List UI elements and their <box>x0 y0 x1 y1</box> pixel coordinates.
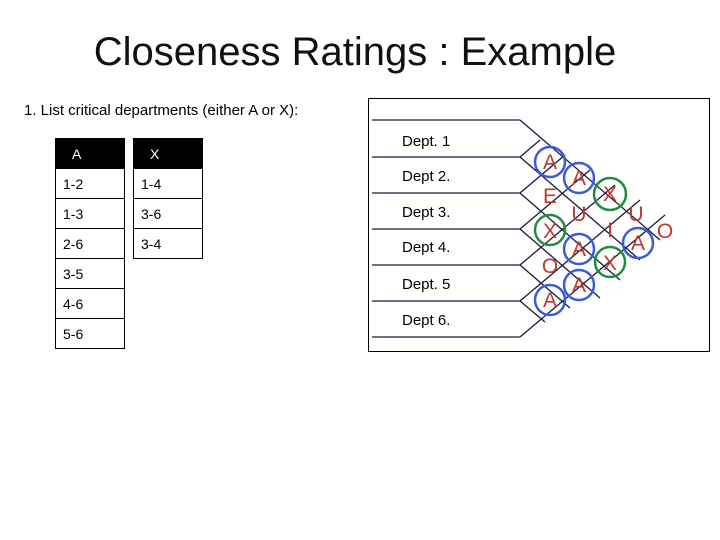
rating-2-3: E <box>543 185 557 208</box>
rating-1-6: O <box>657 220 673 243</box>
rating-2-6: A <box>631 232 645 255</box>
critical-a-table: A 1-2 1-3 2-6 3-5 4-6 5-6 <box>55 138 125 349</box>
circle-a-1-3 <box>562 161 596 195</box>
dept-label-3: Dept 3. <box>402 204 451 221</box>
rating-4-6: A <box>572 274 586 297</box>
rating-4-5: O <box>542 255 558 278</box>
critical-circles <box>533 145 655 317</box>
circle-x-1-4 <box>592 176 628 212</box>
rating-1-4: X <box>603 183 617 206</box>
rating-1-5: U <box>628 203 643 226</box>
chart-line <box>519 119 661 241</box>
dept-label-5: Dept. 5 <box>402 276 451 293</box>
critical-x-table: X 1-4 3-6 3-4 <box>133 138 203 259</box>
page-title: Closeness Ratings : Example <box>93 30 617 74</box>
dept-label-1: Dept. 1 <box>402 133 451 150</box>
circle-a-1-2 <box>533 145 567 179</box>
table-cell: 2-6 <box>55 228 125 259</box>
rating-1-3: A <box>572 167 586 190</box>
rating-3-6: X <box>603 252 617 275</box>
circle-x-3-4 <box>533 213 567 247</box>
rating-3-5: A <box>572 238 586 261</box>
rating-1-2: A <box>543 151 557 174</box>
relationship-chart-frame <box>368 98 710 352</box>
table-cell: 3-5 <box>55 258 125 289</box>
chart-line <box>519 184 616 266</box>
rating-3-4: X <box>543 220 557 243</box>
circle-a-5-6 <box>533 283 567 317</box>
table-cell: 1-3 <box>55 198 125 229</box>
table-cell: 5-6 <box>55 318 125 349</box>
dept-label-6: Dept 6. <box>402 312 451 329</box>
circle-a-4-6 <box>562 268 596 302</box>
chart-line <box>519 300 546 323</box>
rating-2-5: I <box>607 219 613 242</box>
circle-a-2-6 <box>562 232 596 266</box>
table-cell: 3-4 <box>133 228 203 259</box>
dept-label-4: Dept 4. <box>402 239 451 256</box>
dept-label-2: Dept 2. <box>402 168 451 185</box>
table-cell: 3-6 <box>133 198 203 229</box>
table-cell: 4-6 <box>55 288 125 319</box>
table-cell: 1-4 <box>133 168 203 199</box>
chart-line <box>519 169 591 230</box>
rating-letters: A E X O A A U A A X I X U A O <box>542 151 673 312</box>
circle-a-3-5 <box>621 226 655 260</box>
rating-5-6: A <box>543 289 557 312</box>
chart-line <box>519 139 541 158</box>
rating-2-4: U <box>571 203 586 226</box>
table-header-a: A <box>55 138 125 169</box>
instruction-text: 1. List critical departments (either A o… <box>24 102 299 119</box>
table-header-x: X <box>133 138 203 169</box>
chart-diagonal-lines <box>372 119 666 338</box>
table-cell: 1-2 <box>55 168 125 199</box>
chart-line <box>519 199 641 302</box>
chart-line <box>519 228 601 299</box>
circle-x-3-6 <box>593 245 627 279</box>
